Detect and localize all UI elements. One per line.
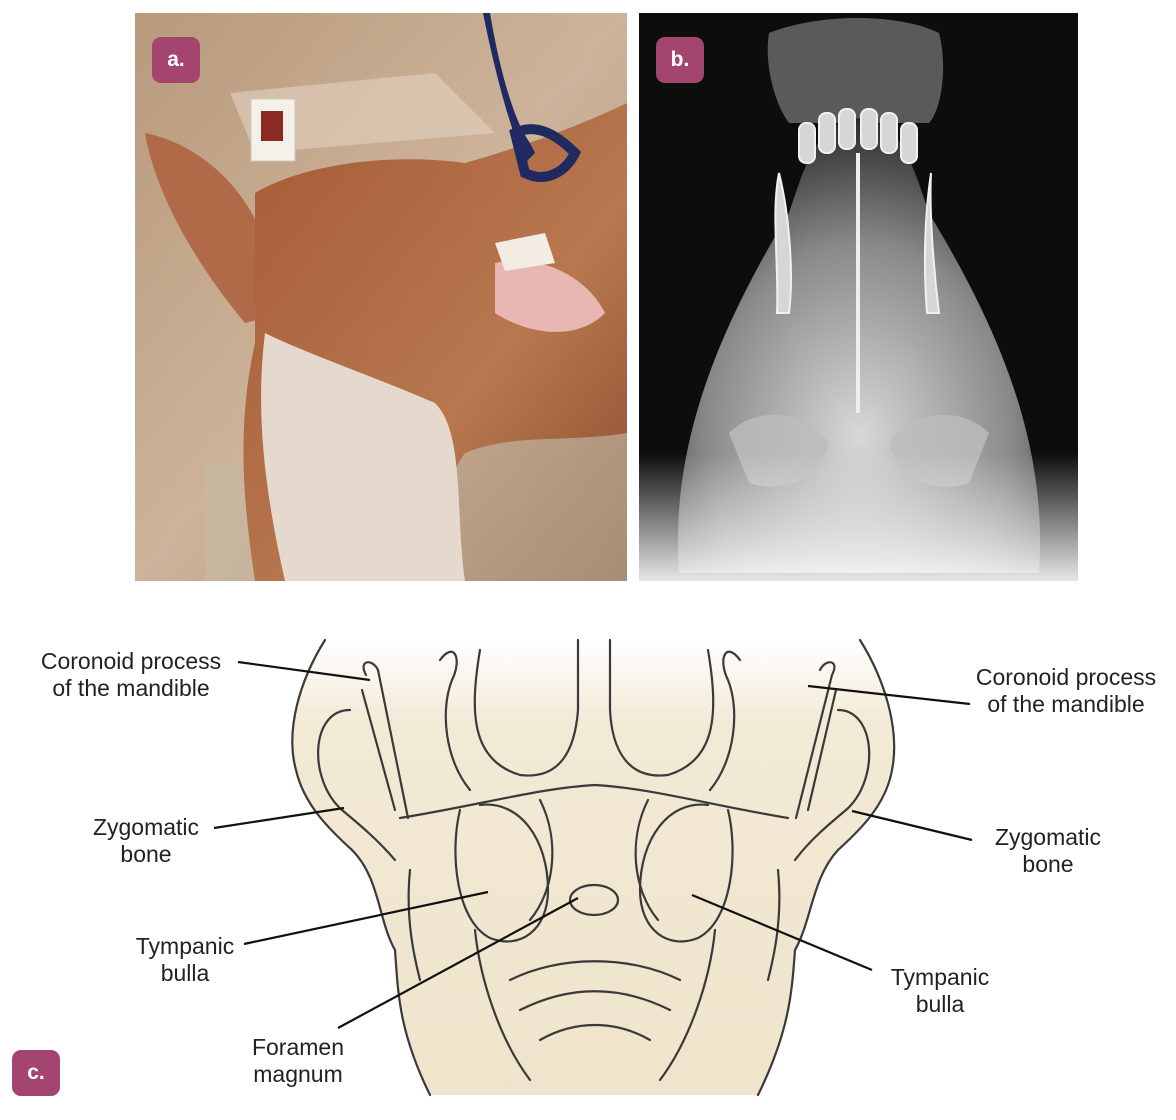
label-zygomatic-left: Zygomatic bone (92, 814, 200, 867)
schematic-panel: Coronoid process of the mandible Coronoi… (0, 600, 1176, 1120)
photo-panel: a. (135, 13, 627, 581)
label-coronoid-right: Coronoid process of the mandible (975, 664, 1157, 717)
skull-schematic (213, 638, 973, 1097)
label-tympanic-left: Tympanic bulla (135, 933, 235, 986)
skull-radiograph (639, 13, 1078, 581)
dog-photo (135, 13, 627, 581)
label-foramen-magnum: Foramen magnum (251, 1034, 345, 1087)
label-coronoid-left: Coronoid process of the mandible (40, 648, 222, 701)
label-zygomatic-right: Zygomatic bone (994, 824, 1102, 877)
panel-a-badge: a. (152, 37, 200, 83)
label-tympanic-right: Tympanic bulla (890, 964, 990, 1017)
panel-c-badge: c. (12, 1050, 60, 1096)
skull-outline (292, 640, 895, 1095)
panel-b-badge: b. (656, 37, 704, 83)
radiograph-panel: b. (639, 13, 1078, 581)
